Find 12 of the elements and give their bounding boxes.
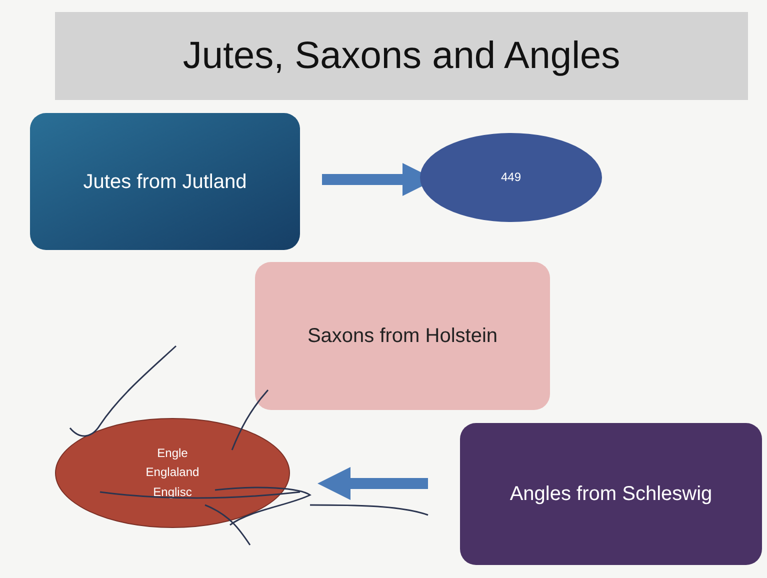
node-label: Angles from Schleswig bbox=[510, 482, 712, 507]
node-label: 449 bbox=[500, 168, 522, 186]
block-arrow bbox=[318, 467, 428, 500]
node-label: Englisc bbox=[153, 484, 192, 501]
node-label: Engle bbox=[157, 445, 188, 462]
node-label: Saxons from Holstein bbox=[307, 324, 498, 349]
process-box bbox=[460, 423, 762, 565]
process-box bbox=[30, 113, 300, 250]
node-label: Jutes from Jutland bbox=[83, 170, 247, 194]
slide-title: Jutes, Saxons and Angles bbox=[182, 34, 620, 78]
node-label: Englaland bbox=[146, 464, 200, 482]
process-box bbox=[255, 262, 550, 410]
